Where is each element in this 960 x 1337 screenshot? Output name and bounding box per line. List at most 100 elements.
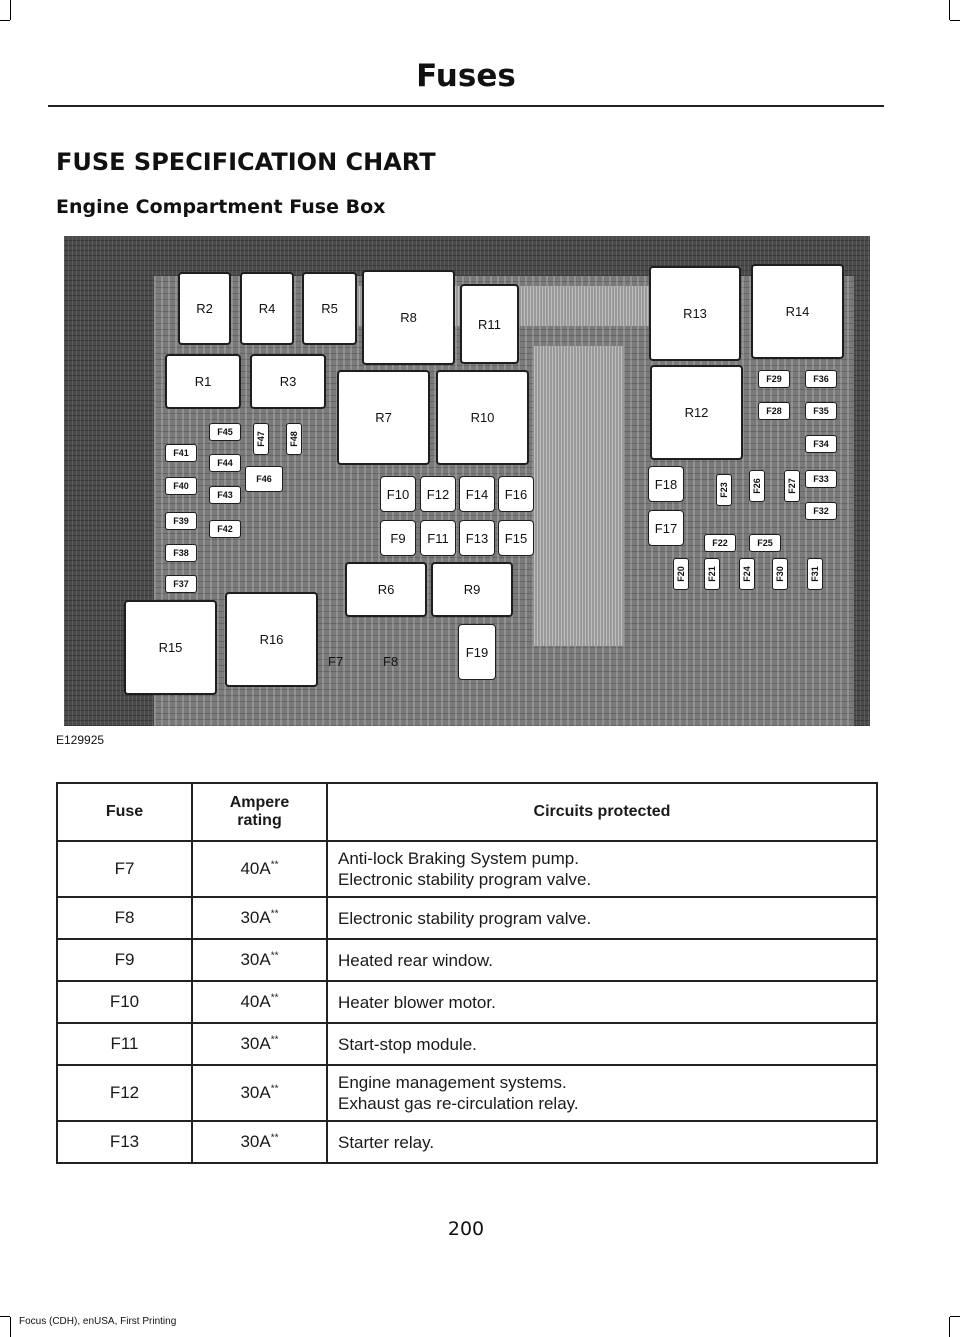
relay-r3: R3 [250,354,326,409]
fuse-f27: F27 [784,470,800,502]
fuse-f39: F39 [165,512,197,530]
relay-r9: R9 [431,562,513,617]
fuse-f23: F23 [716,474,732,506]
fuse-f40: F40 [165,477,197,495]
fuse-f25: F25 [749,534,781,552]
fuse-f42: F42 [209,520,241,538]
ampere-rating: 30A** [191,1022,328,1066]
ampere-rating: 30A** [191,1064,328,1122]
fuse-id: F12 [56,1064,193,1122]
fuse-f30: F30 [772,558,788,590]
fuse-f22: F22 [704,534,736,552]
header-divider [48,105,884,107]
relay-r15: R15 [124,600,217,695]
fuse-f24: F24 [739,558,755,590]
table-row: F13 30A** Starter relay. [56,1120,878,1164]
relay-r6: R6 [345,562,427,617]
relay-r4: R4 [240,272,294,345]
circuits-protected: Start-stop module. [326,1022,878,1066]
page-number: 200 [447,1218,485,1240]
fuse-f38: F38 [165,544,197,562]
relay-r13: R13 [649,266,741,361]
fuse-f10: F10 [380,476,416,512]
fuse-f43: F43 [209,486,241,504]
relay-r8: R8 [362,270,455,365]
fuse-box-ridge [534,346,624,646]
fuse-f28: F28 [758,402,790,420]
fuse-id: F8 [56,896,193,940]
table-row: F9 30A** Heated rear window. [56,938,878,982]
circuits-protected: Heater blower motor. [326,980,878,1024]
fuse-f41: F41 [165,444,197,462]
section-title: FUSE SPECIFICATION CHART [56,148,436,176]
fuse-f16: F16 [498,476,534,512]
col-header-circuits: Circuits protected [326,782,878,842]
fuse-f29: F29 [758,370,790,388]
relay-r5: R5 [302,272,357,345]
relay-r14: R14 [751,264,844,359]
crop-mark [949,0,950,20]
fuse-box-diagram: R2 R4 R5 R8 R11 R13 R14 R1 R3 R7 R10 R12… [64,236,870,726]
fuse-f20: F20 [673,558,689,590]
fuse-id: F11 [56,1022,193,1066]
fuse-f21: F21 [704,558,720,590]
circuits-protected: Anti-lock Braking System pump.Electronic… [326,840,878,898]
table-row: F8 30A** Electronic stability program va… [56,896,878,940]
fuse-f8-label: F8 [383,654,399,669]
relay-r16: R16 [225,592,318,687]
fuse-f31: F31 [807,558,823,590]
fuse-id: F10 [56,980,193,1024]
crop-mark [0,1316,10,1317]
fuse-f9: F9 [380,520,416,556]
fuse-f35: F35 [805,402,837,420]
relay-r7: R7 [337,370,430,465]
table-row: F7 40A** Anti-lock Braking System pump.E… [56,840,878,898]
fuse-f17: F17 [648,510,684,546]
fuse-f13: F13 [459,520,495,556]
image-code: E129925 [56,733,105,747]
page-header-title: Fuses [416,58,516,94]
ampere-rating: 40A** [191,980,328,1024]
fuse-f33: F33 [805,470,837,488]
fuse-f45: F45 [209,423,241,441]
relay-r10: R10 [436,370,529,465]
circuits-protected: Starter relay. [326,1120,878,1164]
col-header-fuse: Fuse [56,782,193,842]
table-row: F10 40A** Heater blower motor. [56,980,878,1024]
crop-mark [950,20,960,21]
fuse-f37: F37 [165,575,197,593]
circuits-protected: Engine management systems.Exhaust gas re… [326,1064,878,1122]
ampere-rating: 40A** [191,840,328,898]
fuse-f26: F26 [749,470,765,502]
ampere-rating: 30A** [191,1120,328,1164]
fuse-f46: F46 [245,466,283,492]
fuse-f12: F12 [420,476,456,512]
fuse-id: F13 [56,1120,193,1164]
fuse-f14: F14 [459,476,495,512]
fuse-f15: F15 [498,520,534,556]
crop-mark [0,20,10,21]
fuse-f44: F44 [209,454,241,472]
crop-mark [10,0,11,20]
circuits-protected: Heated rear window. [326,938,878,982]
relay-r1: R1 [165,354,241,409]
fuse-f48: F48 [286,423,302,455]
fuse-id: F7 [56,840,193,898]
relay-r11: R11 [460,284,519,364]
crop-mark [950,1316,960,1317]
relay-r12: R12 [650,365,743,460]
fuse-f32: F32 [805,502,837,520]
subsection-title: Engine Compartment Fuse Box [56,196,386,218]
fuse-f34: F34 [805,435,837,453]
relay-r2: R2 [178,272,231,345]
footer-text: Focus (CDH), enUSA, First Printing [19,1316,177,1327]
fuse-f18: F18 [648,466,684,502]
table-row: F12 30A** Engine management systems.Exha… [56,1064,878,1122]
ampere-rating: 30A** [191,938,328,982]
fuse-f19: F19 [458,624,496,680]
fuse-f11: F11 [420,520,456,556]
crop-mark [949,1317,950,1337]
crop-mark [10,1317,11,1337]
